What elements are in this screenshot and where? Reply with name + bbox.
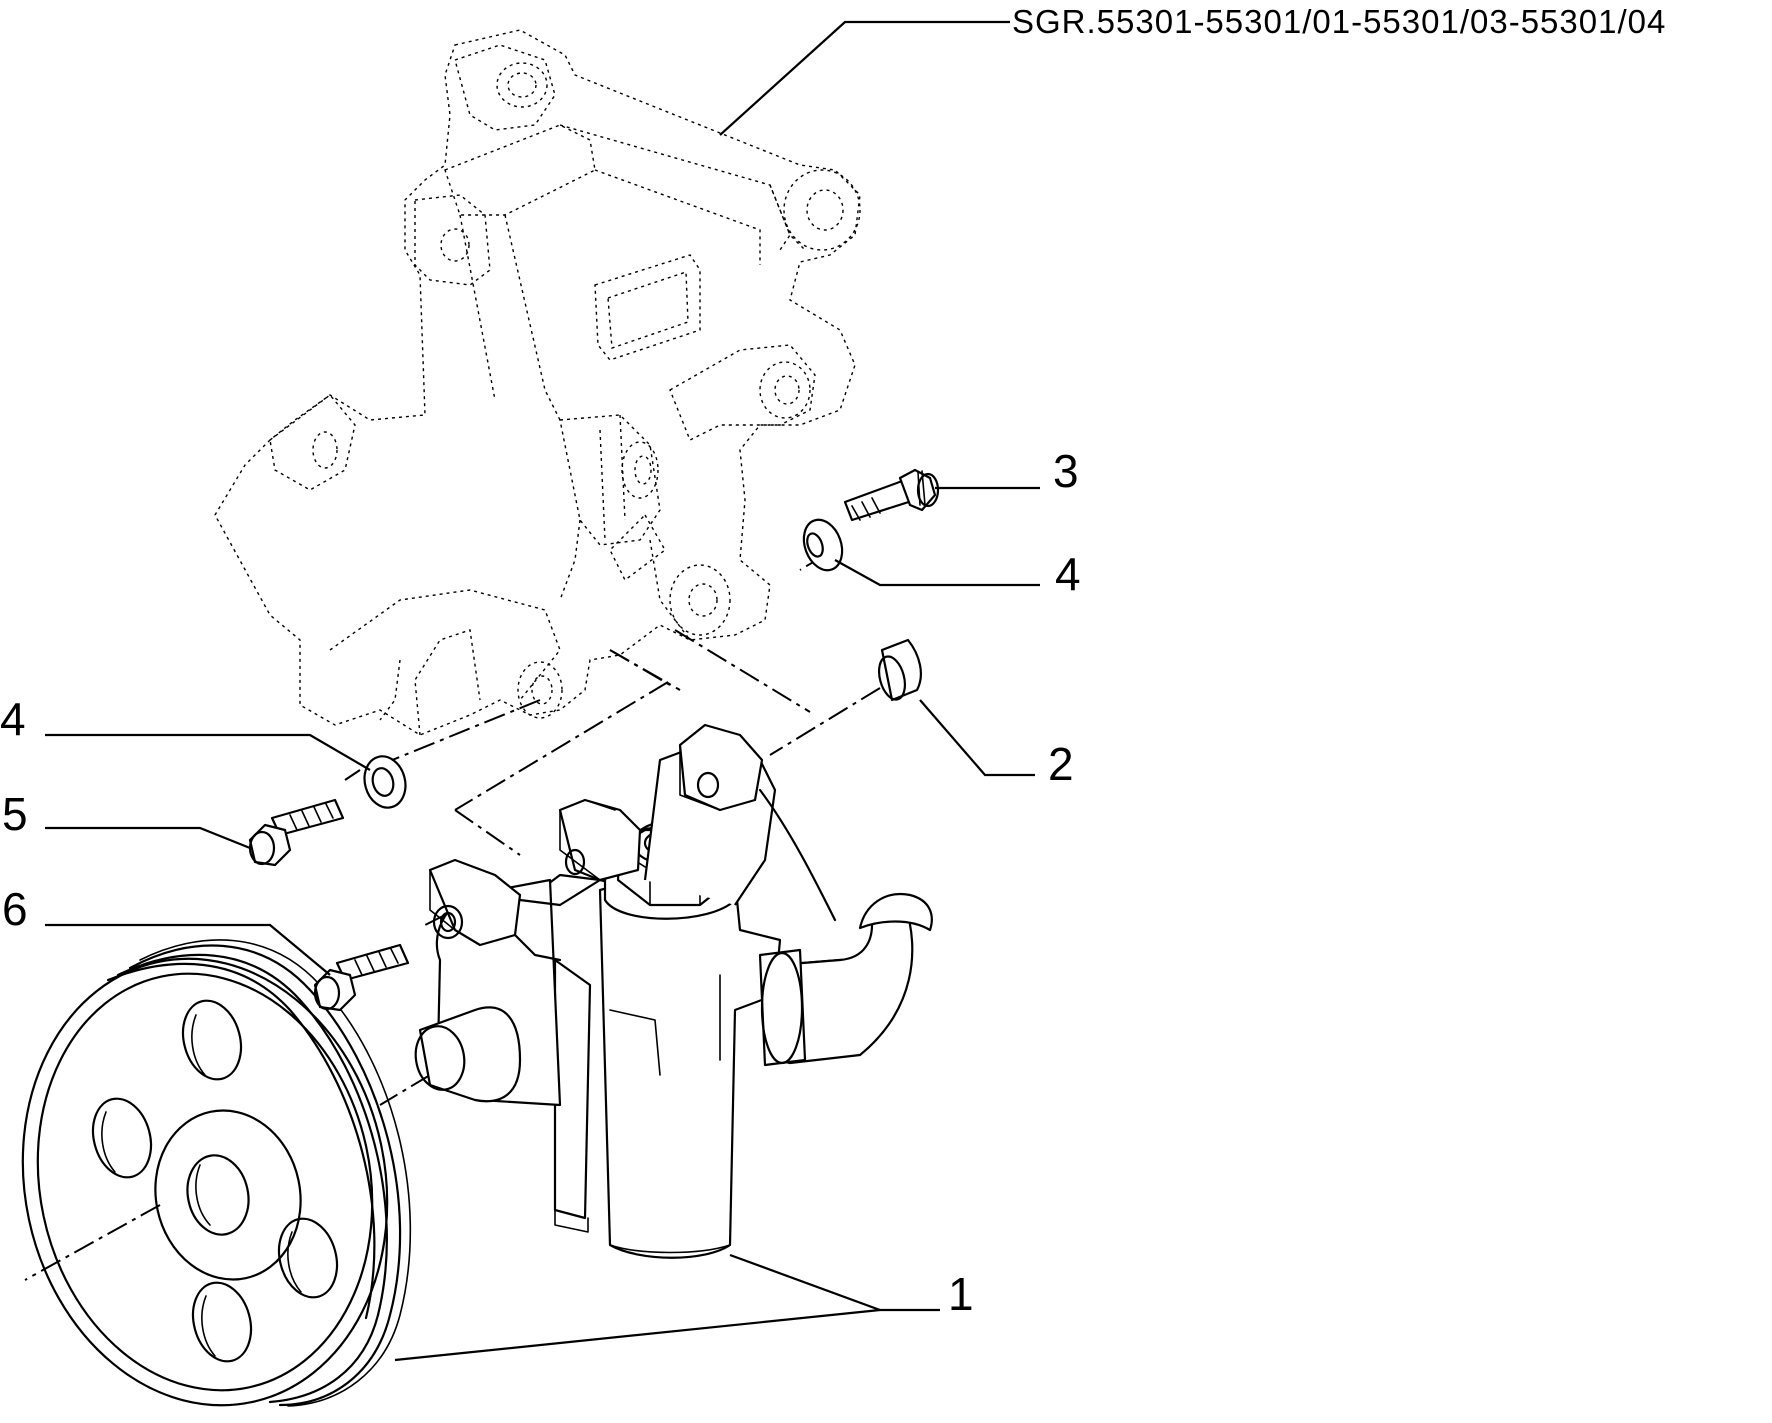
pulley-hub [154, 1109, 302, 1281]
bracket-outline [214, 29, 861, 736]
pump-middle-lug [558, 798, 642, 882]
callout-1: 1 [948, 1268, 974, 1320]
bracket-lower-hole [517, 661, 563, 719]
screw-3 [843, 468, 940, 522]
callout-2: 2 [1048, 738, 1074, 790]
pump-upper-lug [678, 723, 764, 812]
pulley-front-face [21, 957, 389, 1407]
leader-4-right [834, 559, 1040, 587]
leader-lines [45, 486, 1040, 1362]
pump-shaft-end [414, 1025, 466, 1091]
callout-5: 5 [2, 788, 28, 840]
callout-6: 6 [2, 883, 28, 935]
header-reference-text: SGR.55301-55301/01-55301/03-55301/04 [1012, 3, 1666, 40]
washer-4-right [802, 518, 844, 572]
pump-main-body [598, 868, 782, 1259]
assembly-centerlines [24, 554, 881, 1281]
leader-4-left [45, 733, 371, 771]
washer-4-left [363, 755, 407, 809]
mounting-bracket [214, 29, 861, 736]
axis-bushing [674, 629, 811, 713]
pulley-center-bore [186, 1154, 250, 1236]
pulley-hole-left [91, 1097, 153, 1179]
leader-6 [45, 923, 331, 976]
header-leader-line [719, 20, 1010, 136]
callout-labels: 3 4 2 4 5 6 1 [0, 445, 1081, 1320]
leader-1-pump [729, 1253, 940, 1312]
bracket-left-lug [414, 194, 491, 286]
pulley [21, 939, 412, 1407]
bracket-rib-upper [444, 124, 596, 216]
bracket-top-hole [496, 62, 548, 108]
pulley-hole-top [181, 999, 243, 1081]
pump-outlet-pipe [776, 903, 914, 1065]
leader-2 [919, 699, 1035, 777]
pulley-inner-rim [36, 972, 374, 1392]
bushing-2-face [877, 655, 907, 701]
pulley-hole-right [277, 1217, 339, 1299]
pump-shaft-boss [418, 1006, 522, 1103]
bracket-left-flange [269, 394, 356, 491]
callout-3: 3 [1053, 445, 1079, 497]
bushing-2 [877, 638, 922, 702]
bracket-window [594, 254, 701, 361]
screw-5-shank [270, 798, 345, 837]
callout-4-right: 4 [1055, 548, 1081, 600]
bracket-center-rib [559, 414, 661, 546]
power-steering-pump [414, 723, 933, 1259]
bracket-top-boss [454, 44, 556, 131]
bracket-right-boss [783, 169, 861, 251]
screw-5 [248, 798, 345, 867]
axis-washer4-left [379, 699, 541, 766]
axis-bracket-to-lug [454, 681, 669, 811]
bracket-mid-boss [669, 344, 816, 441]
screw-6 [313, 943, 410, 1012]
pump-outlet-end [858, 892, 933, 932]
bracket-lower-right-boss [669, 564, 731, 636]
callout-4-left: 4 [0, 693, 26, 745]
screw-6-shank [335, 943, 410, 982]
leader-5 [45, 826, 251, 850]
leader-1-pulley [394, 1308, 881, 1362]
header-reference: SGR.55301-55301/01-55301/03-55301/04 [719, 3, 1666, 136]
pulley-hole-bottom [191, 1281, 253, 1363]
pump-lower-leg [553, 958, 592, 1220]
